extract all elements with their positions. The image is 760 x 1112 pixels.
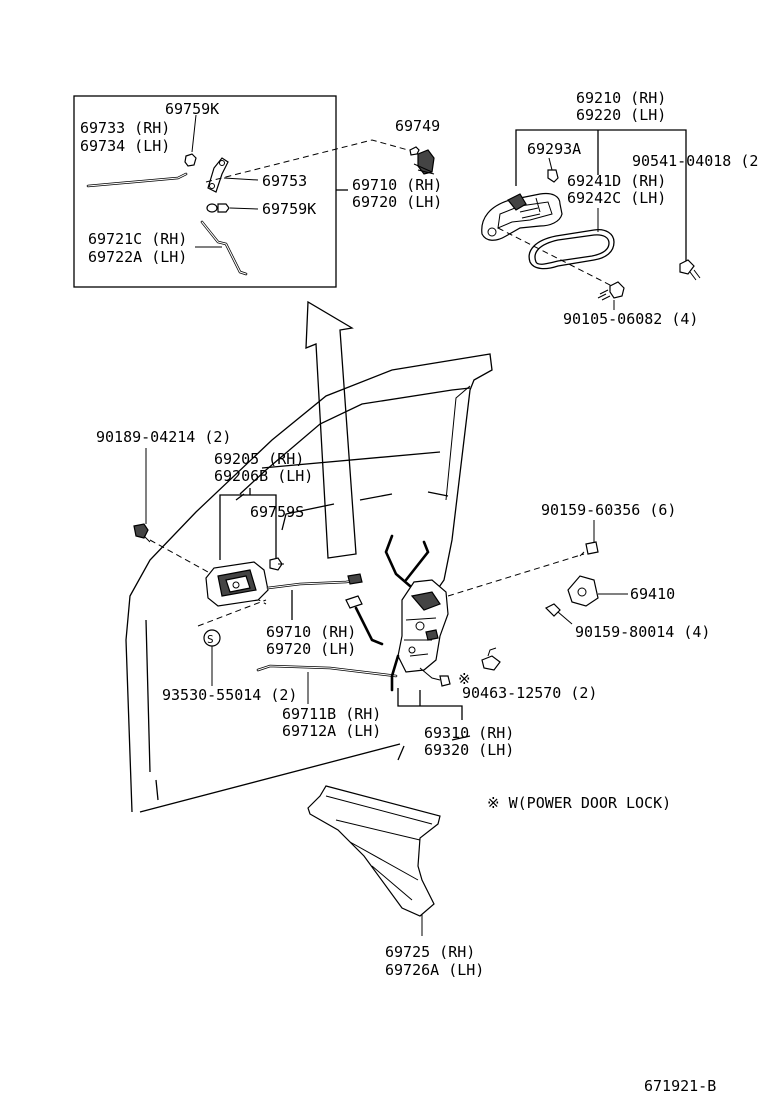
- label-90159-80014: 90159-80014 (4): [575, 623, 710, 641]
- label-90189: 90189-04214 (2): [96, 428, 231, 446]
- label-90105: 90105-06082 (4): [563, 310, 698, 328]
- label-69242c: 69242C (LH): [567, 189, 666, 207]
- clip-69759s: [269, 557, 284, 571]
- label-69721c: 69721C (RH): [88, 230, 187, 248]
- screw-90541: [679, 259, 701, 281]
- label-69733: 69733 (RH): [80, 119, 170, 137]
- label-69759k-mid: 69759K: [262, 200, 316, 218]
- label-69720: 69720 (LH): [266, 640, 356, 658]
- inset-detail-box: 69759K 69733 (RH) 69734 (LH) 69753 69759…: [73, 95, 409, 288]
- label-69726a: 69726A (LH): [385, 961, 484, 979]
- label-69206b: 69206B (LH): [214, 467, 313, 485]
- label-69749: 69749: [395, 117, 440, 135]
- label-69712a: 69712A (LH): [282, 722, 381, 740]
- label-69320: 69320 (LH): [424, 741, 514, 759]
- detail-arrow: [305, 300, 357, 559]
- outside-handle-69210: [481, 192, 563, 241]
- door-outline: [125, 353, 493, 813]
- label-69710-inset: 69710 (RH): [352, 176, 442, 194]
- label-69205: 69205 (RH): [214, 450, 304, 468]
- label-93530: 93530-55014 (2): [162, 686, 297, 704]
- clip-69759k-top: [184, 114, 197, 167]
- screw-90159-80014: [544, 603, 573, 625]
- clip-69293a: [547, 169, 559, 183]
- label-69241d: 69241D (RH): [567, 172, 666, 190]
- label-69293a: 69293A: [527, 140, 581, 158]
- rod-clip-69710: [345, 573, 384, 646]
- bracket-69210: [515, 129, 687, 262]
- power-door-lock-note: ※ W(POWER DOOR LOCK): [487, 794, 671, 812]
- label-69710: 69710 (RH): [266, 623, 356, 641]
- clip-93530: S: [203, 629, 221, 647]
- striker-69410: [567, 575, 628, 607]
- clip-69759k-mid: [206, 203, 259, 213]
- label-69220: 69220 (LH): [576, 106, 666, 124]
- label-69725: 69725 (RH): [385, 943, 475, 961]
- label-69759s: 69759S: [250, 503, 304, 521]
- label-69720-inset: 69720 (LH): [352, 193, 442, 211]
- clip-s-glyph: S: [207, 633, 214, 646]
- clip-90463: [481, 647, 501, 671]
- label-69711b: 69711B (RH): [282, 705, 381, 723]
- protector-69725: [307, 785, 441, 917]
- label-69734: 69734 (LH): [80, 137, 170, 155]
- screw-90159-60356: [579, 541, 599, 557]
- label-69722a: 69722A (LH): [88, 248, 187, 266]
- mark-90463: ※: [458, 670, 471, 688]
- screw-90105: [597, 281, 625, 301]
- lever-69753: [207, 157, 259, 193]
- label-69310: 69310 (RH): [424, 724, 514, 742]
- bracket-69310: [397, 688, 463, 720]
- label-90541: 90541-04018 (2): [632, 152, 760, 170]
- diagram-id: 671921-B: [644, 1077, 716, 1095]
- label-90463: 90463-12570 (2): [462, 684, 597, 702]
- lock-assembly-69310: [384, 534, 451, 692]
- label-69753: 69753: [262, 172, 307, 190]
- gasket-69241d: [528, 228, 615, 270]
- label-69759k-top: 69759K: [165, 100, 219, 118]
- label-69410: 69410: [630, 585, 675, 603]
- part-69749: [409, 146, 435, 175]
- label-69210: 69210 (RH): [576, 89, 666, 107]
- clip-90189: [133, 523, 151, 543]
- label-90159-60356: 90159-60356 (6): [541, 501, 676, 519]
- inside-handle-69205: [205, 561, 269, 607]
- bracket-69205: [219, 488, 277, 560]
